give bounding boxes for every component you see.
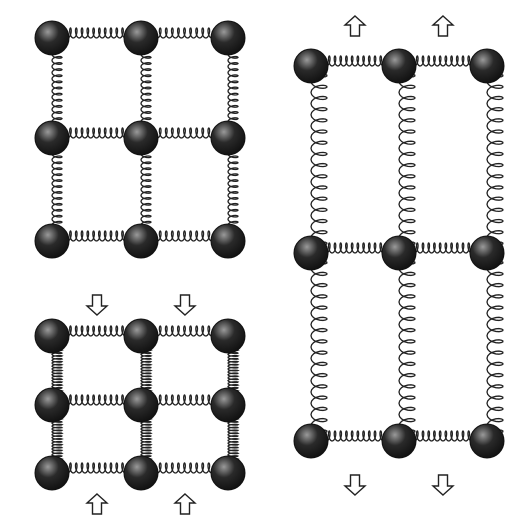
arrow-up-icon [433,16,453,36]
spring [487,66,503,253]
arrow-down-icon [433,475,453,495]
atom [35,224,69,258]
atom [470,49,504,83]
spring [487,253,503,441]
atom [211,121,245,155]
atom [124,224,158,258]
equilibrium-lattice [35,21,245,258]
atom [35,21,69,55]
arrow-down-icon [175,295,195,315]
atom [211,456,245,490]
spring [399,253,415,441]
atom [294,49,328,83]
atom [294,236,328,270]
atom [211,224,245,258]
atom [382,49,416,83]
atom [211,319,245,353]
arrow-up-icon [87,494,107,514]
atom [124,388,158,422]
atom [294,424,328,458]
atom [35,388,69,422]
stretched-lattice [294,16,504,495]
atom [124,21,158,55]
atom [470,236,504,270]
spring [399,66,415,253]
atom [382,236,416,270]
atom [470,424,504,458]
spring [311,66,327,253]
spring [311,253,327,441]
atom [124,456,158,490]
arrow-up-icon [175,494,195,514]
atom [35,456,69,490]
atom [211,21,245,55]
arrow-up-icon [345,16,365,36]
arrow-down-icon [345,475,365,495]
atom [124,121,158,155]
arrow-down-icon [87,295,107,315]
atom [35,121,69,155]
atom [382,424,416,458]
compressed-lattice [35,295,245,514]
atom [35,319,69,353]
atom [211,388,245,422]
atom [124,319,158,353]
